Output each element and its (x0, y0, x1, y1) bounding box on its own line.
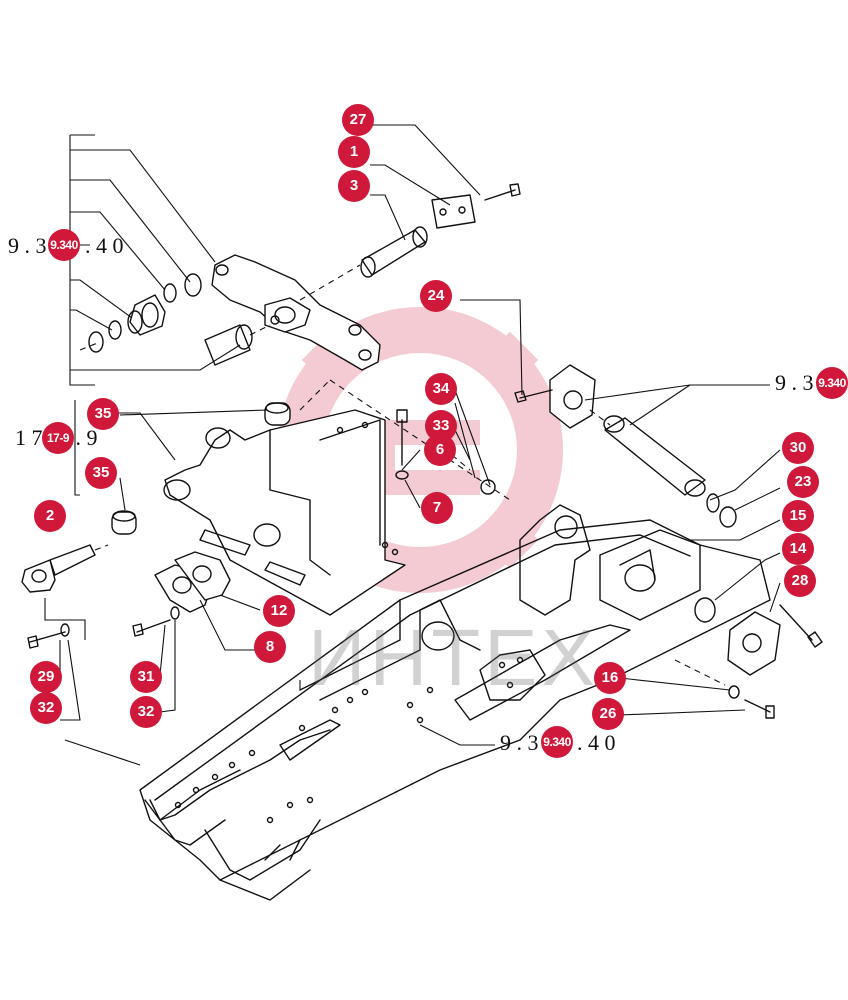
small-fasteners-drawing (395, 409, 496, 495)
right-plate-bolts-drawing (674, 597, 823, 719)
callout-7[interactable]: 7 (421, 492, 453, 524)
callout-29[interactable]: 29 (30, 661, 62, 693)
callout-28[interactable]: 28 (784, 565, 816, 597)
callout-32-mid[interactable]: 32 (130, 696, 162, 728)
flange-plates-drawing (154, 551, 261, 651)
callout-12[interactable]: 12 (263, 595, 295, 627)
callout-35-mid[interactable]: 35 (85, 457, 117, 489)
callout-9340-left[interactable]: 9.340 (48, 229, 80, 261)
callout-23[interactable]: 23 (787, 466, 819, 498)
lever-link-drawing (211, 254, 381, 371)
callout-8[interactable]: 8 (254, 631, 286, 663)
pin-plate-bolt-drawing (299, 183, 521, 301)
right-block-shaft-drawing (329, 364, 737, 528)
pin-drawing (21, 544, 109, 640)
shaft-parts-drawing (79, 273, 271, 366)
bushing-parts-drawing (111, 402, 291, 535)
callout-3[interactable]: 3 (338, 170, 370, 202)
callout-14[interactable]: 14 (782, 533, 814, 565)
callout-32-left[interactable]: 32 (30, 692, 62, 724)
callout-2[interactable]: 2 (34, 500, 66, 532)
callout-6[interactable]: 6 (424, 434, 456, 466)
callout-27[interactable]: 27 (342, 104, 374, 136)
callout-17-9[interactable]: 17-9 (42, 422, 74, 454)
callout-9340-right[interactable]: 9.340 (816, 367, 848, 399)
callout-35-top[interactable]: 35 (87, 398, 119, 430)
callout-30[interactable]: 30 (782, 432, 814, 464)
watermark-text: ИНТЕХ (308, 613, 599, 702)
callout-15[interactable]: 15 (782, 500, 814, 532)
callout-16[interactable]: 16 (594, 662, 626, 694)
callout-31[interactable]: 31 (130, 661, 162, 693)
callout-34[interactable]: 34 (425, 373, 457, 405)
callout-24[interactable]: 24 (420, 280, 452, 312)
callout-9340-bottom[interactable]: 9.340 (541, 726, 573, 758)
callout-1[interactable]: 1 (338, 136, 370, 168)
leader-lines (64, 124, 781, 766)
callout-26[interactable]: 26 (592, 698, 624, 730)
bracket-drawing (163, 379, 406, 616)
